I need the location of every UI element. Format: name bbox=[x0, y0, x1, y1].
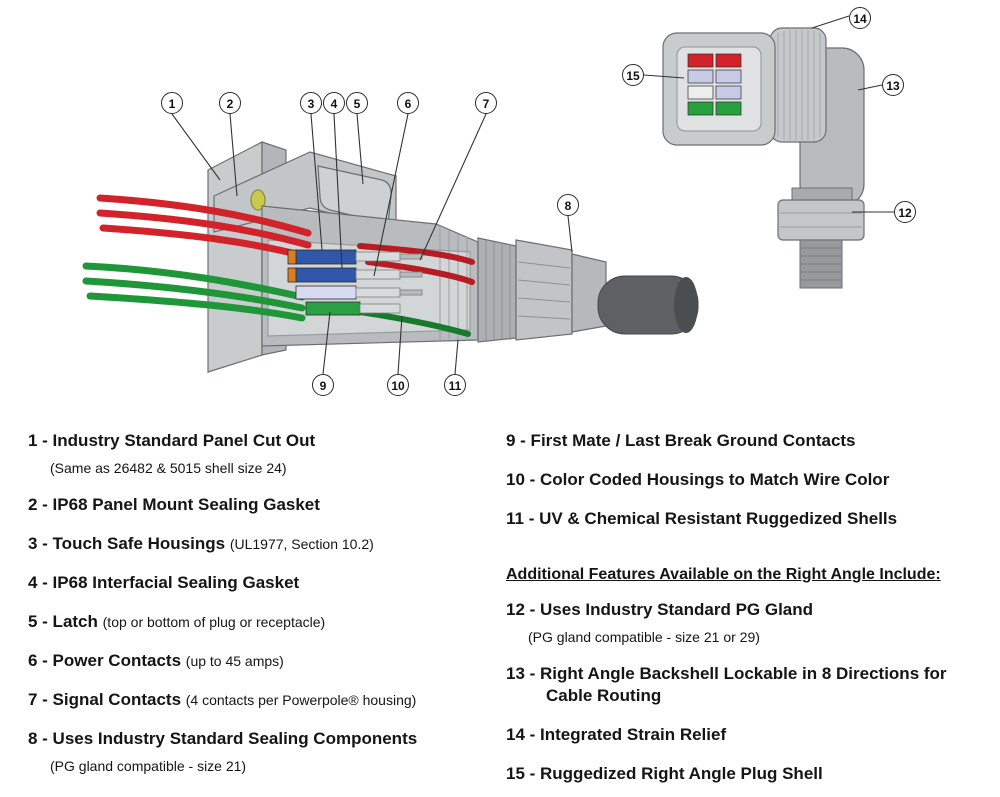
legend-item-sub: (Same as 26482 & 5015 shell size 24) bbox=[50, 460, 287, 476]
red-wires bbox=[96, 194, 312, 261]
callout-8: 8 bbox=[557, 194, 579, 216]
legend-item-label: 8 - Uses Industry Standard Sealing Compo… bbox=[28, 729, 418, 748]
legend-item-label: 13 - Right Angle Backshell Lockable in 8… bbox=[506, 664, 947, 705]
legend-item-note: (up to 45 amps) bbox=[185, 653, 284, 669]
legend-item: 13 - Right Angle Backshell Lockable in 8… bbox=[506, 663, 982, 707]
knurl-lines bbox=[777, 30, 821, 140]
green-wires bbox=[82, 262, 306, 322]
connector-diagrams bbox=[82, 15, 894, 375]
thread-hatch bbox=[485, 240, 571, 341]
green-wires-internal bbox=[357, 309, 471, 337]
legend-item-label: 2 - IP68 Panel Mount Sealing Gasket bbox=[28, 495, 320, 514]
pg-gland-nut bbox=[777, 199, 865, 241]
legend-item-note: (top or bottom of plug or receptacle) bbox=[102, 614, 326, 630]
legend-left-column: 1 - Industry Standard Panel Cut Out (Sam… bbox=[28, 430, 490, 792]
panel-gasket bbox=[250, 189, 266, 211]
legend-item-label: 7 - Signal Contacts bbox=[28, 690, 182, 709]
legend-item: 6 - Power Contacts (up to 45 amps) bbox=[28, 650, 490, 672]
callout-15: 15 bbox=[622, 64, 644, 86]
callout-10: 10 bbox=[387, 374, 409, 396]
legend-item-label: 9 - First Mate / Last Break Ground Conta… bbox=[506, 431, 856, 450]
legend-item-note: (4 contacts per Powerpole® housing) bbox=[185, 692, 417, 708]
gland-assembly bbox=[477, 237, 607, 343]
callout-13: 13 bbox=[882, 74, 904, 96]
legend-item: 12 - Uses Industry Standard PG Gland (PG… bbox=[506, 599, 982, 646]
callout-5: 5 bbox=[346, 92, 368, 114]
legend-item-label: 6 - Power Contacts bbox=[28, 651, 182, 670]
legend-item: 14 - Integrated Strain Relief bbox=[506, 724, 982, 746]
legend-item-label: 5 - Latch bbox=[28, 612, 98, 631]
callout-12: 12 bbox=[894, 201, 916, 223]
legend-item-label: 1 - Industry Standard Panel Cut Out bbox=[28, 431, 316, 450]
callout-6: 6 bbox=[397, 92, 419, 114]
callout-11: 11 bbox=[444, 374, 466, 396]
legend-item-sub: (PG gland compatible - size 21) bbox=[50, 758, 247, 774]
legend-item: 5 - Latch (top or bottom of plug or rece… bbox=[28, 611, 490, 633]
legend-item-label: 12 - Uses Industry Standard PG Gland bbox=[506, 600, 814, 619]
legend-item-label: 14 - Integrated Strain Relief bbox=[506, 725, 727, 744]
legend-item: 15 - Ruggedized Right Angle Plug Shell bbox=[506, 763, 982, 785]
legend-item: 7 - Signal Contacts (4 contacts per Powe… bbox=[28, 689, 490, 711]
callout-1: 1 bbox=[161, 92, 183, 114]
plug-face-housings bbox=[687, 53, 742, 116]
right-angle-section-heading: Additional Features Available on the Rig… bbox=[506, 566, 941, 583]
legend-item: 11 - UV & Chemical Resistant Ruggedized … bbox=[506, 508, 982, 530]
legend-item-label: 4 - IP68 Interfacial Sealing Gasket bbox=[28, 573, 300, 592]
callout-3: 3 bbox=[300, 92, 322, 114]
right-angle-connector-diagram bbox=[662, 27, 865, 289]
callout-14: 14 bbox=[849, 7, 871, 29]
legend-item: 2 - IP68 Panel Mount Sealing Gasket bbox=[28, 494, 490, 516]
cable-end bbox=[674, 277, 698, 333]
red-wires-internal bbox=[357, 243, 475, 285]
legend-item-note: (UL1977, Section 10.2) bbox=[229, 536, 374, 552]
legend-item-label: 3 - Touch Safe Housings bbox=[28, 534, 226, 553]
legend-item-label: 10 - Color Coded Housings to Match Wire … bbox=[506, 470, 890, 489]
callout-7: 7 bbox=[475, 92, 497, 114]
callout-4: 4 bbox=[323, 92, 345, 114]
legend-item: 1 - Industry Standard Panel Cut Out (Sam… bbox=[28, 430, 490, 477]
callout-9: 9 bbox=[312, 374, 334, 396]
legend-item: 4 - IP68 Interfacial Sealing Gasket bbox=[28, 572, 490, 594]
legend-item-label: 11 - UV & Chemical Resistant Ruggedized … bbox=[506, 509, 898, 528]
legend-item-label: 15 - Ruggedized Right Angle Plug Shell bbox=[506, 764, 823, 783]
legend-item-sub: (PG gland compatible - size 21 or 29) bbox=[528, 629, 760, 645]
legend-item: 3 - Touch Safe Housings (UL1977, Section… bbox=[28, 533, 490, 555]
ribbed-shell bbox=[439, 228, 468, 342]
contact-housings bbox=[287, 249, 361, 316]
callout-2: 2 bbox=[219, 92, 241, 114]
leader-lines bbox=[171, 15, 894, 375]
legend-item: 9 - First Mate / Last Break Ground Conta… bbox=[506, 430, 982, 452]
legend-right-column: 9 - First Mate / Last Break Ground Conta… bbox=[506, 430, 982, 797]
legend-item: 8 - Uses Industry Standard Sealing Compo… bbox=[28, 728, 490, 775]
legend-item: 10 - Color Coded Housings to Match Wire … bbox=[506, 469, 982, 491]
